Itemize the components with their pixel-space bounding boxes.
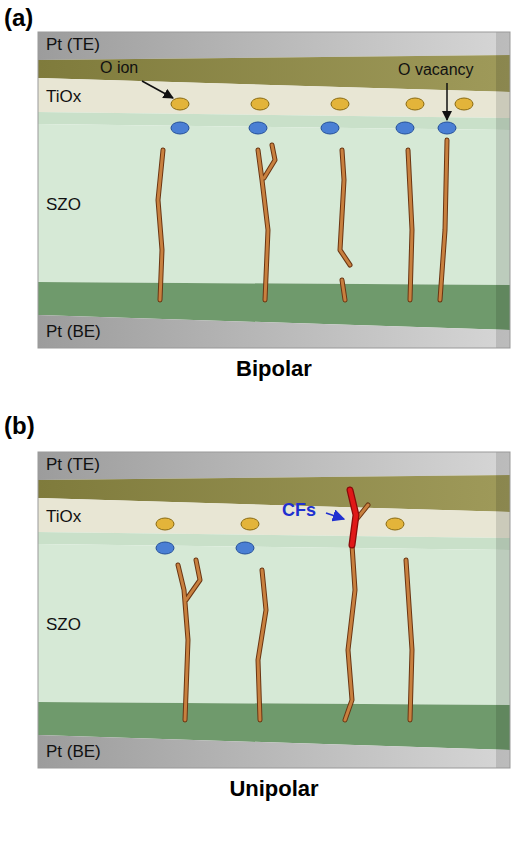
callout-label: O ion xyxy=(100,59,138,77)
layer-name: SZO xyxy=(46,195,81,215)
layer-name: SZO xyxy=(46,615,81,635)
panel-letter: (a) xyxy=(4,4,33,32)
leader-line xyxy=(326,513,344,519)
unipolar-panel xyxy=(38,452,510,768)
layer-name: Pt (BE) xyxy=(46,322,101,342)
oxygen-ions xyxy=(156,518,404,530)
callout-label: CFs xyxy=(282,500,316,521)
leader-line xyxy=(446,83,448,120)
layer-name: TiOx xyxy=(46,507,81,527)
panel-caption: Unipolar xyxy=(229,776,318,801)
oxygen-vacancies xyxy=(156,542,254,554)
layer-name: Pt (TE) xyxy=(46,35,100,55)
filaments xyxy=(178,490,412,720)
layer-name: Pt (BE) xyxy=(46,742,101,762)
leader-line xyxy=(142,81,173,98)
bipolar-panel xyxy=(38,32,510,348)
callout-label: O vacancy xyxy=(398,61,474,79)
oxygen-vacancies xyxy=(171,122,456,134)
oxygen-ions xyxy=(171,98,473,110)
layer-name: TiOx xyxy=(46,87,81,107)
filaments xyxy=(158,140,447,300)
panel-letter: (b) xyxy=(4,412,35,440)
panel-caption: Bipolar xyxy=(236,356,312,381)
layer-name: Pt (TE) xyxy=(46,455,100,475)
